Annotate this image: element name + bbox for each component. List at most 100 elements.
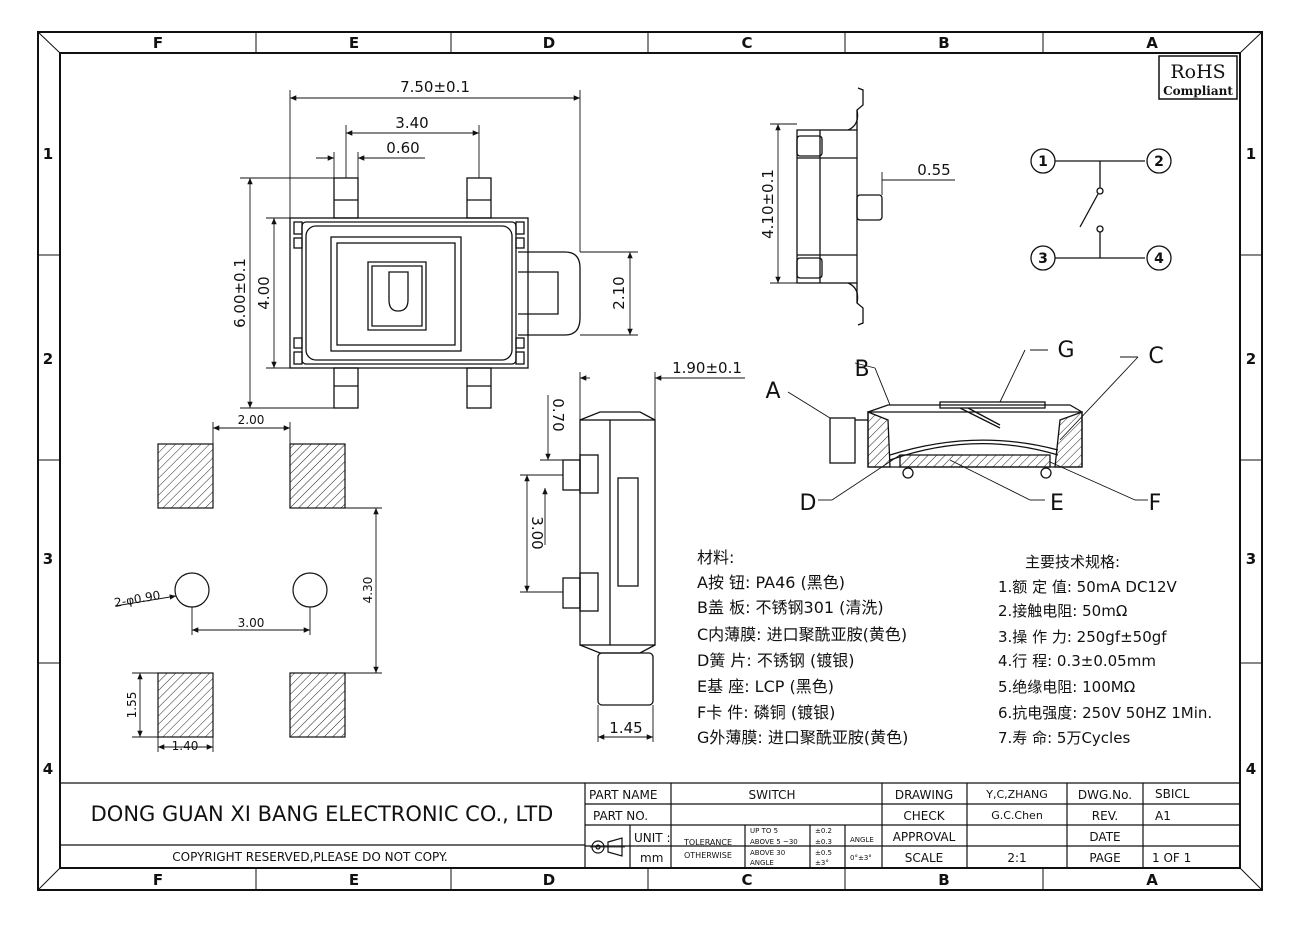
pin-1: 1 bbox=[1038, 154, 1048, 170]
tol-val-3: ±0.5 bbox=[815, 849, 832, 857]
dim-body-height: 4.00 bbox=[255, 276, 273, 309]
material-a: A按 钮: PA46 (黑色) bbox=[697, 573, 845, 592]
dim-hole-pitch: 3.00 bbox=[238, 616, 265, 630]
row-label-left-1: 1 bbox=[43, 145, 53, 163]
angle-value: 0°±3° bbox=[850, 854, 872, 862]
section-label-g: G bbox=[1057, 338, 1074, 363]
materials-list: 材料: A按 钮: PA46 (黑色) B盖 板: 不锈钢301 (清洗) C内… bbox=[697, 548, 908, 747]
col-label-bottom-6: A bbox=[1146, 871, 1158, 889]
spec-list: 主要技术规格: 1.额 定 值: 50mA DC12V 2.接触电阻: 50mΩ… bbox=[998, 553, 1212, 747]
page-label: PAGE bbox=[1089, 851, 1120, 865]
col-label-top-2: E bbox=[349, 34, 359, 52]
rohs-title: RoHS bbox=[1170, 61, 1225, 83]
tol-val-angle: ±3° bbox=[815, 859, 829, 867]
material-d: D簧 片: 不锈钢 (镀银) bbox=[697, 651, 854, 670]
dim-pitch: 3.00 bbox=[528, 516, 546, 549]
otherwise-label: OTHERWISE bbox=[684, 851, 732, 860]
section-labels: A B G C D E F bbox=[765, 338, 1163, 516]
scale-value: 2:1 bbox=[1007, 851, 1026, 865]
section-label-a: A bbox=[765, 379, 780, 404]
col-label-bottom-3: D bbox=[543, 871, 555, 889]
part-name-value: SWITCH bbox=[748, 788, 795, 802]
rev-label: REV. bbox=[1092, 809, 1118, 823]
drawing-frame bbox=[37, 31, 1263, 891]
tol-range-1: UP TO 5 bbox=[750, 827, 778, 835]
angle-label: ANGLE bbox=[850, 836, 874, 844]
tol-range-3: ABOVE 30 bbox=[750, 849, 785, 857]
col-label-top-4: C bbox=[741, 34, 752, 52]
col-label-bottom-4: C bbox=[741, 871, 752, 889]
part-name-label: PART NAME bbox=[589, 788, 657, 802]
spec-3: 3.操 作 力: 250gf±50gf bbox=[998, 628, 1167, 646]
page-value: 1 OF 1 bbox=[1152, 851, 1191, 865]
section-label-f: F bbox=[1149, 491, 1162, 516]
col-label-bottom-2: E bbox=[349, 871, 359, 889]
spec-1: 1.额 定 值: 50mA DC12V bbox=[998, 578, 1178, 596]
drawing-value: Y,C,ZHANG bbox=[985, 788, 1047, 801]
dwg-label: DWG.No. bbox=[1078, 788, 1132, 802]
dim-hole: 2-φ0.90 bbox=[113, 588, 161, 610]
section-label-d: D bbox=[800, 491, 817, 516]
date-label: DATE bbox=[1089, 830, 1120, 844]
pcb-dimensions: 2.00 2-φ0.90 3.00 4.30 1.55 1.40 bbox=[113, 413, 375, 753]
top-view bbox=[240, 90, 638, 409]
row-label-left-4: 4 bbox=[43, 760, 53, 778]
side-view-dimensions: 4.10±0.1 0.55 bbox=[759, 161, 951, 239]
rohs-subtitle: Compliant bbox=[1163, 84, 1233, 98]
material-e: E基 座: LCP (黑色) bbox=[697, 677, 834, 696]
col-label-top-6: A bbox=[1146, 34, 1158, 52]
col-label-top-3: D bbox=[543, 34, 555, 52]
dim-pad-gap: 2.00 bbox=[238, 413, 265, 427]
col-label-top-5: B bbox=[938, 34, 949, 52]
section-label-c: C bbox=[1148, 344, 1163, 369]
spec-2: 2.接触电阻: 50mΩ bbox=[998, 602, 1127, 620]
row-label-right-3: 3 bbox=[1246, 550, 1256, 568]
unit-label: UNIT : bbox=[634, 831, 671, 845]
rev-value: A1 bbox=[1155, 809, 1171, 823]
side-view bbox=[770, 87, 955, 326]
check-label: CHECK bbox=[903, 809, 945, 823]
dim-pad-width: 1.40 bbox=[172, 739, 199, 753]
material-f: F卡 件: 磷铜 (镀银) bbox=[697, 703, 835, 722]
spec-4: 4.行 程: 0.3±0.05mm bbox=[998, 652, 1156, 670]
pin-3: 3 bbox=[1038, 251, 1048, 267]
section-view bbox=[787, 349, 1148, 501]
col-label-bottom-1: F bbox=[153, 871, 163, 889]
front-view-dimensions: 1.90±0.1 0.70 3.00 1.45 bbox=[528, 359, 742, 737]
company-name: DONG GUAN XI BANG ELECTRONIC CO., LTD bbox=[91, 802, 554, 826]
section-label-e: E bbox=[1050, 491, 1064, 516]
grid-labels: F E D C B A F E D C B A 1 2 3 4 1 2 3 4 bbox=[43, 34, 1256, 889]
material-c: C内薄膜: 进口聚酰亚胺(黄色) bbox=[697, 625, 907, 644]
approval-label: APPROVAL bbox=[893, 830, 956, 844]
row-label-left-2: 2 bbox=[43, 350, 53, 368]
row-label-right-2: 2 bbox=[1246, 350, 1256, 368]
part-no-label: PART NO. bbox=[593, 809, 648, 823]
dim-pad-height: 1.55 bbox=[125, 692, 139, 719]
check-value: G.C.Chen bbox=[991, 809, 1043, 822]
dim-tab-width: 2.10 bbox=[610, 276, 628, 309]
materials-title: 材料: bbox=[697, 548, 734, 567]
spec-5: 5.绝缘电阻: 100MΩ bbox=[998, 678, 1135, 696]
tolerance-label: TOLERANCE bbox=[683, 838, 732, 847]
pcb-layout bbox=[114, 422, 382, 752]
tol-val-1: ±0.2 bbox=[815, 827, 832, 835]
row-label-left-3: 3 bbox=[43, 550, 53, 568]
specs-title: 主要技术规格: bbox=[1025, 553, 1120, 571]
unit-value: mm bbox=[640, 851, 663, 865]
title-block-grid bbox=[60, 782, 1240, 868]
dim-thickness: 1.90±0.1 bbox=[672, 359, 742, 377]
front-view bbox=[520, 372, 745, 742]
material-g: G外薄膜: 进口聚酰亚胺(黄色) bbox=[697, 728, 908, 747]
copyright-notice: COPYRIGHT RESERVED,PLEASE DO NOT COPY. bbox=[172, 850, 447, 864]
scale-label: SCALE bbox=[905, 851, 943, 865]
top-view-dimensions: 7.50±0.1 3.40 0.60 6.00±0.1 4.00 2.10 bbox=[231, 78, 628, 328]
dim-stem: 0.55 bbox=[917, 161, 950, 179]
tol-val-2: ±0.3 bbox=[815, 838, 832, 846]
pin-4: 4 bbox=[1154, 251, 1164, 267]
material-b: B盖 板: 不锈钢301 (清洗) bbox=[697, 598, 884, 617]
spec-6: 6.抗电强度: 250V 50HZ 1Min. bbox=[998, 704, 1212, 722]
dim-top-gap: 0.70 bbox=[549, 398, 567, 431]
drawing-label: DRAWING bbox=[895, 788, 953, 802]
dim-pin-width: 0.60 bbox=[386, 139, 419, 157]
dwg-value: SBICL bbox=[1155, 787, 1190, 801]
